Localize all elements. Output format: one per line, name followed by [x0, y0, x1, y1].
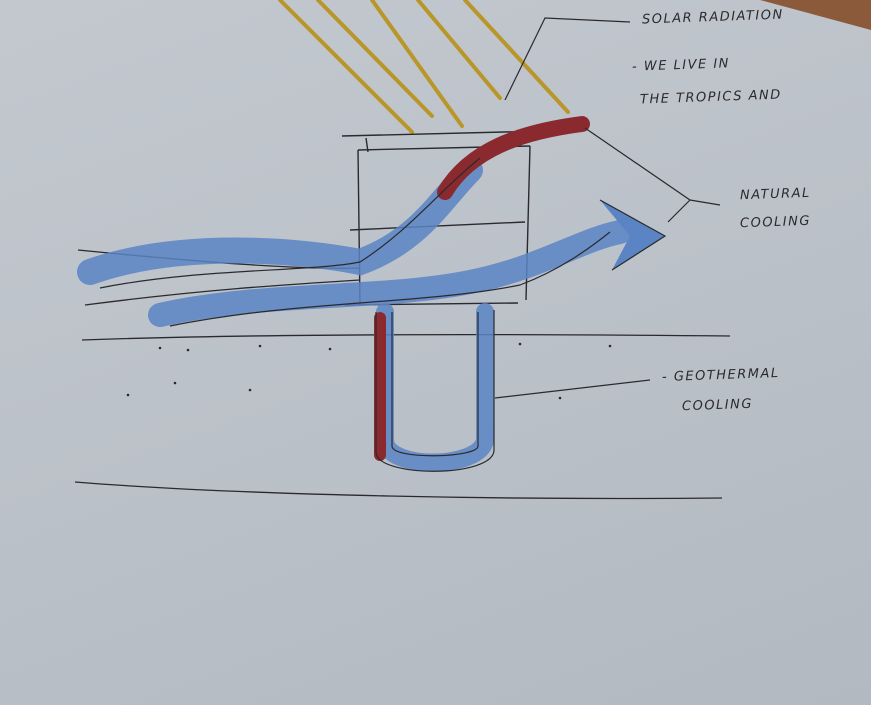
airflow-arrow-icon	[600, 200, 665, 270]
natural-cooling-label-line1: NATURAL	[739, 185, 812, 204]
natural-cooling-label-line2: COOLING	[739, 213, 812, 232]
leader-lines	[494, 17, 721, 399]
geothermal-cooling-label-line2: COOLING	[681, 396, 754, 415]
ground-lines	[74, 249, 731, 500]
cool-air-flow	[77, 157, 632, 472]
warm-air-flow	[374, 116, 590, 461]
soil-dots	[126, 342, 612, 400]
sun-rays-icon	[278, 0, 570, 134]
flow-outlines	[99, 157, 667, 472]
table-corner	[760, 0, 871, 30]
